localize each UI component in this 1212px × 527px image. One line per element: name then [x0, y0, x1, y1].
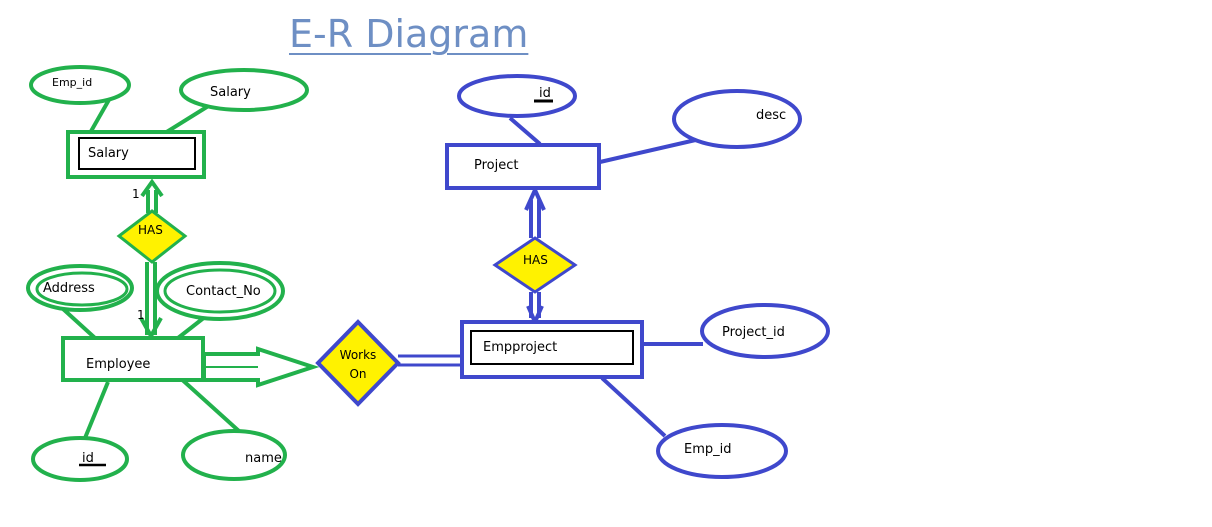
relationship-has-project: [492, 236, 578, 294]
attr-project-desc: [672, 89, 802, 149]
relationship-has-project-label: HAS: [523, 253, 548, 267]
attr-employee-name-label: name: [245, 451, 282, 466]
entity-employee-label: Employee: [86, 357, 150, 372]
cardinality-employee: 1: [137, 308, 145, 322]
connector-emp-id-salary: [88, 97, 112, 134]
entity-salary-label: Salary: [88, 146, 129, 161]
connector-name: [176, 374, 242, 434]
attr-employee-name: [181, 429, 287, 481]
attr-employee-id: [31, 436, 129, 482]
relationship-has-salary-label: HAS: [138, 223, 163, 237]
attr-salary-salary-label: Salary: [210, 85, 251, 100]
diagram-title: E-R Diagram: [289, 12, 529, 56]
entity-employee: [61, 336, 205, 382]
arrow-right-icon: [202, 346, 320, 388]
relationship-works-on: [315, 319, 401, 407]
connector-salary-attr: [163, 103, 212, 135]
connector-address: [60, 306, 97, 340]
entity-empproject-label: Empproject: [483, 340, 557, 355]
relationship-has-salary: [116, 209, 188, 264]
attr-project-id: [457, 74, 577, 118]
connector-emp-id-attr: [600, 376, 667, 438]
attr-empproject-emp-id: [656, 423, 788, 479]
attr-salary-emp-id-label: Emp_id: [52, 76, 92, 89]
attr-contact-outer: [155, 261, 285, 321]
attr-employee-id-label: id: [82, 451, 94, 466]
cardinality-salary: 1: [132, 187, 140, 201]
attr-empproject-project-id-label: Project_id: [722, 325, 785, 340]
attr-project-id-label: id: [539, 86, 551, 101]
entity-project: [445, 143, 601, 190]
connector-project-id: [508, 116, 542, 146]
attr-project-desc-label: desc: [756, 108, 786, 123]
connector-emp-id: [83, 381, 110, 439]
entity-project-label: Project: [474, 158, 518, 173]
attr-contact-inner: [163, 268, 277, 314]
arrow-up-icon: [524, 185, 546, 211]
attr-salary-emp-id: [29, 65, 131, 105]
connector-desc: [599, 137, 701, 164]
arrow-up-icon: [140, 178, 164, 198]
entity-salary-inner: [78, 137, 196, 170]
attr-address-inner: [35, 271, 129, 307]
attr-salary-salary: [179, 68, 309, 112]
attr-address-label: Address: [43, 281, 95, 296]
entity-empproject-inner: [470, 330, 634, 365]
arrow-down-icon: [526, 305, 544, 327]
attr-contact-label: Contact_No: [186, 284, 261, 299]
attr-empproject-project-id: [700, 303, 830, 359]
attr-empproject-emp-id-label: Emp_id: [684, 442, 732, 457]
